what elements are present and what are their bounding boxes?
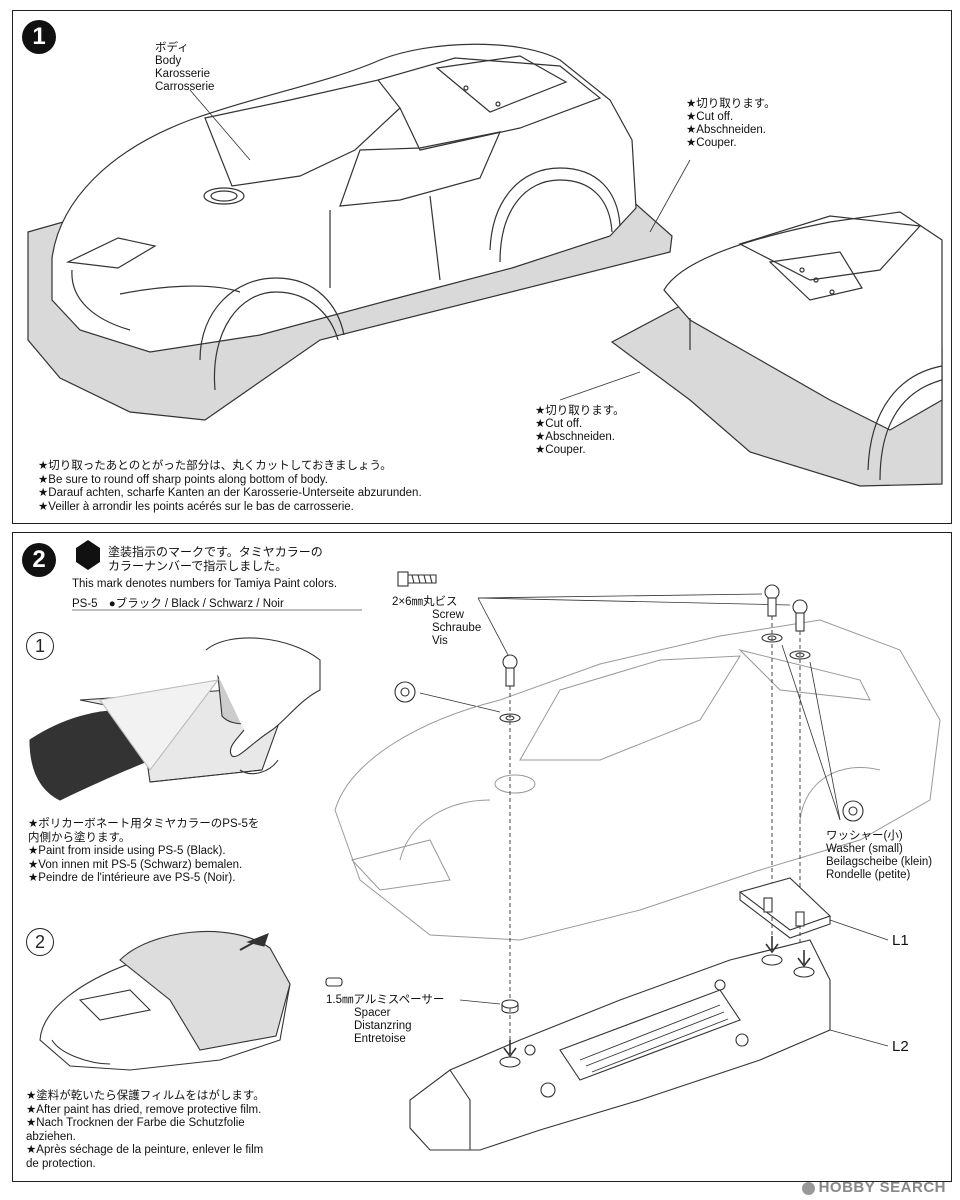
paint-mark-jp-1: 塗装指示のマークです。タミヤカラーの	[108, 545, 323, 559]
part-label-L2: L2	[892, 1038, 909, 1055]
cutoff-top-en: ★Cut off.	[686, 111, 734, 123]
sub-step-2-notes: ★塗料が乾いたら保護フィルムをはがします。 ★After paint has d…	[26, 1090, 326, 1171]
spacer-label-en: Spacer	[354, 1007, 391, 1019]
part-label-L1: L1	[892, 932, 909, 949]
paint-mark-jp: 塗装指示のマークです。タミヤカラーの カラーナンバーで指示しました。	[108, 545, 323, 573]
body-label-fr: Carrosserie	[155, 81, 215, 93]
sub2-note-1: ★塗料が乾いたら保護フィルムをはがします。	[26, 1090, 265, 1102]
sub1-note-5: ★Peindre de l'intérieure ave PS-5 (Noir)…	[28, 872, 236, 884]
sub2-note-5: ★Après séchage de la peinture, enlever l…	[26, 1144, 264, 1156]
note-en: ★Be sure to round off sharp points along…	[38, 473, 328, 486]
sub1-note-2: 内側から塗ります。	[28, 831, 131, 844]
part-L1	[738, 877, 832, 931]
screw-label-fr: Vis	[432, 635, 448, 647]
screw-label-en: Screw	[432, 609, 464, 621]
screw-label-de: Schraube	[432, 622, 482, 634]
paint-legend: PS-5 ●ブラック / Black / Schwarz / Noir	[72, 598, 284, 611]
note-jp: ★切り取ったあとのとがった部分は、丸くカットしておきましょう。	[38, 460, 392, 472]
spacer-icon	[325, 977, 343, 987]
cutoff-label-top: ★切り取ります。 ★Cut off. ★Abschneiden. ★Couper…	[686, 98, 776, 150]
screw-right-group	[789, 599, 811, 660]
cutoff-top-fr: ★Couper.	[686, 137, 737, 149]
washer-right	[842, 800, 864, 822]
paint-mark-en: This mark denotes numbers for Tamiya Pai…	[72, 578, 338, 590]
washer-left	[394, 681, 416, 703]
washer-label: ワッシャー(小) Washer (small) Beilagscheibe (k…	[826, 830, 932, 882]
note-fr: ★Veiller à arrondir les points acérés su…	[38, 500, 354, 513]
sub1-note-4: ★Von innen mit PS-5 (Schwarz) bemalen.	[28, 858, 243, 871]
sub2-note-3: ★Nach Trocknen der Farbe die Schutzfolie	[26, 1117, 245, 1129]
body-label-de: Karosserie	[155, 68, 210, 80]
watermark: HOBBY SEARCH	[801, 1179, 946, 1196]
sub-step-1-badge: 1	[26, 632, 54, 660]
washer-label-de: Beilagscheibe (klein)	[826, 856, 933, 868]
washer-label-en: Washer (small)	[826, 843, 903, 855]
cutoff-bottom-jp: ★切り取ります。	[535, 405, 625, 417]
hand	[205, 637, 321, 758]
rear-closeup-body	[663, 211, 943, 431]
washer-label-fr: Rondelle (petite)	[826, 869, 911, 881]
hobby-search-logo-icon	[801, 1181, 815, 1195]
washer-label-jp: ワッシャー(小)	[826, 830, 903, 842]
sub1-note-3: ★Paint from inside using PS-5 (Black).	[28, 845, 226, 857]
step-1-notes: ★切り取ったあとのとがった部分は、丸くカットしておきましょう。 ★Be sure…	[38, 460, 578, 514]
cutoff-label-bottom: ★切り取ります。 ★Cut off. ★Abschneiden. ★Couper…	[535, 405, 625, 457]
screw-icon	[397, 571, 409, 587]
paint-mark-jp-2: カラーナンバーで指示しました。	[108, 559, 288, 573]
step-1-badge: 1	[22, 20, 56, 54]
body-label-en: Body	[155, 55, 182, 67]
step-1-illustration	[27, 43, 943, 487]
cutoff-bottom-fr: ★Couper.	[535, 444, 586, 456]
sub-step-1-notes: ★ポリカーボネート用タミヤカラーのPS-5を 内側から塗ります。 ★Paint …	[28, 818, 328, 886]
paint-code: PS-5	[72, 598, 98, 610]
sub-step-2-badge: 2	[26, 928, 54, 956]
car-body-outline-step2	[334, 619, 941, 941]
spacer-label: 1.5㎜アルミスペーサー Spacer Distanzring Entretoi…	[326, 994, 444, 1046]
screw-label: 2×6㎜丸ビス Screw Schraube Vis	[392, 596, 481, 648]
spacer-label-fr: Entretoise	[354, 1033, 406, 1045]
sub2-note-4: abziehen.	[26, 1130, 76, 1143]
step-2-badge: 2	[22, 543, 56, 577]
part-L2	[409, 939, 831, 1151]
screw-label-jp: 2×6㎜丸ビス	[392, 596, 458, 608]
sub1-note-1: ★ポリカーボネート用タミヤカラーのPS-5を	[28, 818, 260, 830]
cutoff-top-jp: ★切り取ります。	[686, 98, 776, 110]
body-half-painted	[29, 710, 151, 801]
note-de: ★Darauf achten, scharfe Kanten an der Ka…	[38, 487, 422, 499]
sub2-note-2: ★After paint has dried, remove protectiv…	[26, 1103, 262, 1116]
body-label-jp: ボディ	[155, 42, 189, 54]
spacer-label-de: Distanzring	[354, 1020, 412, 1032]
body-label: ボディ Body Karosserie Carrosserie	[155, 42, 214, 94]
sub2-note-6: de protection.	[26, 1157, 96, 1170]
watermark-text: HOBBY SEARCH	[818, 1179, 946, 1196]
cutoff-bottom-de: ★Abschneiden.	[535, 431, 616, 443]
car-body-outline	[51, 43, 637, 353]
spacer-label-jp: 1.5㎜アルミスペーサー	[326, 994, 445, 1006]
cutoff-top-de: ★Abschneiden.	[686, 124, 767, 136]
paint-color: ●ブラック / Black / Schwarz / Noir	[108, 598, 284, 610]
cutoff-bottom-en: ★Cut off.	[535, 418, 583, 430]
